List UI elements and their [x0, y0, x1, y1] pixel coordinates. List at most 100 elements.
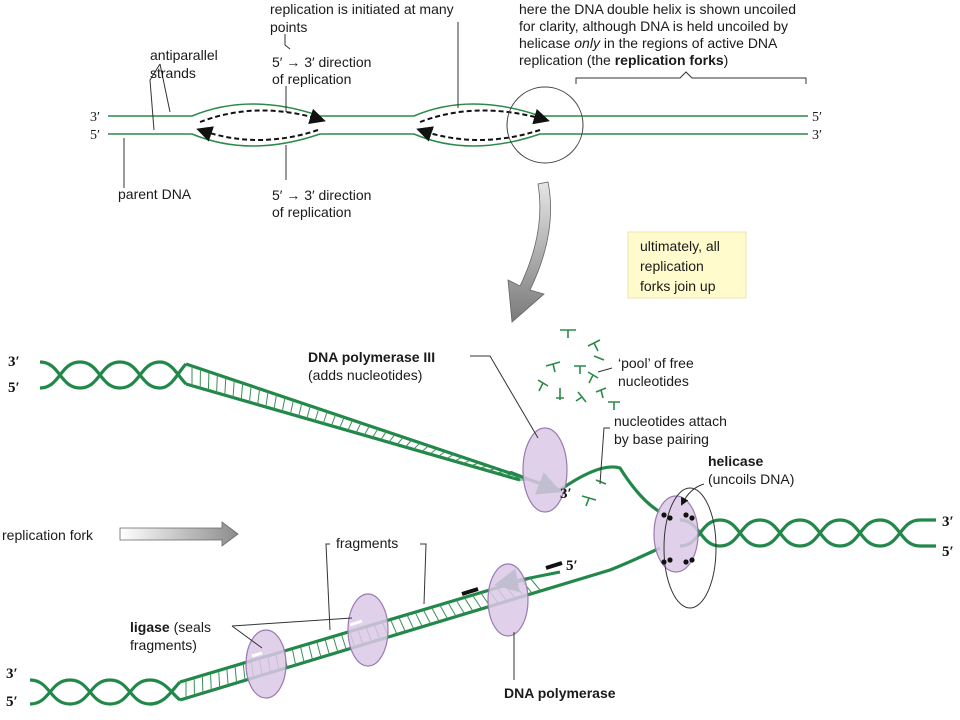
fork-highlight-circle: [506, 86, 584, 164]
base-pair-rung: [470, 462, 480, 467]
label-helix-note: here the DNA double helix is shown uncoi…: [519, 1, 800, 68]
upper-daughter-strand: [185, 382, 521, 482]
transition-arrow: [507, 181, 552, 323]
base-pair-rung: [423, 609, 431, 624]
base-pair-rung: [298, 402, 303, 417]
top-left-5-end: 5′: [90, 128, 100, 143]
base-pair-rung: [495, 470, 505, 474]
polymerase-iii-3-end: 3′: [560, 486, 572, 502]
base-pair-rung: [437, 451, 446, 457]
ligase-seal-2: [251, 651, 263, 658]
lagging-5-end: 5′: [566, 558, 578, 574]
helix-lower-left-b: [29, 678, 182, 706]
bottom-right-3-end: 3′: [942, 514, 954, 530]
top-right-3-end: 3′: [812, 128, 822, 143]
bubble2-arrow-top: [419, 108, 550, 125]
bottom-right-5-end: 5′: [942, 544, 954, 560]
base-pair-rung: [210, 674, 212, 691]
bubble1-arrow-top: [199, 108, 326, 125]
helix-right-b: [679, 518, 936, 548]
base-pair-rung: [207, 371, 210, 391]
bottom-left-lower-3-end: 3′: [6, 666, 18, 682]
base-pair-rung: [414, 612, 423, 627]
label-parent-dna: parent DNA: [118, 186, 192, 202]
base-pair-rung: [413, 442, 421, 450]
ligase-enzyme-2: [245, 629, 287, 699]
base-pair-rung: [341, 634, 347, 650]
bottom-left-upper-3-end: 3′: [8, 354, 20, 370]
base-pair-rung: [404, 439, 413, 448]
base-pair-rung: [257, 388, 261, 405]
label-ligase: ligase (seals fragments): [130, 619, 215, 653]
base-pair-rung: [322, 411, 328, 424]
leader-fragments: [325, 543, 427, 631]
base-pair-rung: [439, 604, 448, 619]
label-replication-initiated: replication is initiated at many points: [270, 1, 458, 35]
base-pair-rung: [445, 453, 455, 460]
base-pair-rung: [503, 473, 514, 476]
dna-polymerase-enzyme: [487, 563, 529, 637]
base-pair-rung: [306, 405, 311, 420]
base-pair-rung: [363, 425, 370, 436]
base-pair-rung: [291, 649, 297, 665]
upper-parent-strand: [185, 362, 561, 492]
base-pair-rung: [265, 391, 269, 408]
base-pair-rung: [455, 600, 465, 614]
base-pair-rung: [371, 428, 379, 438]
lower-parent-strand: [179, 546, 661, 702]
base-pair-rung: [529, 577, 541, 591]
base-pair-rung: [447, 602, 457, 616]
base-pair-rung: [431, 607, 440, 622]
helix-lower-left-a: [29, 678, 182, 706]
base-pair-rung: [332, 637, 339, 652]
ligase-enzyme-1: [347, 593, 389, 667]
top-strand-upper: [108, 103, 808, 117]
label-uncoils: (uncoils DNA): [708, 471, 794, 487]
base-pair-rung: [248, 385, 252, 403]
base-pair-rung: [464, 597, 473, 611]
label-direction-bottom: 5′ → 3′ direction of replication: [272, 187, 375, 220]
bottom-detail: 3′ 5′ 3′ 5′ 3′ 5′ 3′ 5′ DNA polymerase I…: [2, 329, 954, 710]
label-dna-polymerase-iii: DNA polymerase III: [308, 349, 435, 365]
base-pair-rung: [347, 419, 354, 431]
base-pair-rung: [388, 434, 396, 443]
base-pair-rung: [406, 614, 415, 629]
base-pair-rung: [355, 422, 362, 434]
upper-rungs: [191, 366, 530, 481]
ligase-seal-1: [349, 619, 363, 627]
base-pair-rung: [454, 456, 463, 462]
attaching-nucleotides: [581, 479, 607, 507]
label-pool: ‘pool’ of free nucleotides: [618, 355, 698, 389]
base-pair-rung: [218, 672, 221, 688]
bubble1-arrow-bottom: [196, 126, 319, 142]
label-nucleotides-attach: nucleotides attach by base pairing: [614, 413, 731, 447]
callout-text: ultimately, all replication forks join u…: [640, 238, 724, 294]
base-pair-rung: [472, 595, 482, 609]
leader-attach: [599, 427, 610, 485]
label-antiparallel: antiparallel strands: [150, 47, 222, 81]
label-dna-polymerase: DNA polymerase: [504, 685, 616, 701]
base-pair-rung: [289, 400, 294, 415]
top-schematic: 3′ 5′ 5′ 3′ replication is initiated at …: [90, 1, 822, 220]
leader-helicase: [681, 483, 705, 506]
base-pair-rung: [396, 436, 404, 446]
base-pair-rung: [511, 476, 522, 479]
base-pair-rung: [339, 417, 345, 429]
helicase-ring: [663, 487, 717, 609]
dna-polymerase-iii-enzyme: [522, 427, 568, 513]
base-pair-rung: [462, 459, 472, 465]
label-adds-nucleotides: (adds nucleotides): [308, 367, 422, 383]
base-pair-rung: [234, 667, 238, 683]
base-pair-rung: [242, 664, 246, 681]
base-pair-rung: [421, 445, 429, 453]
bottom-left-upper-5-end: 5′: [8, 380, 20, 396]
top-right-5-end: 5′: [812, 110, 822, 125]
base-pair-rung: [300, 647, 305, 663]
base-pair-rung: [398, 617, 406, 632]
base-pair-rung: [281, 397, 286, 412]
leader-polymerase-iii: [470, 355, 539, 439]
base-pair-rung: [478, 465, 488, 469]
base-pair-rung: [232, 380, 235, 398]
base-pair-rung: [390, 619, 398, 634]
base-pair-rung: [216, 374, 218, 394]
